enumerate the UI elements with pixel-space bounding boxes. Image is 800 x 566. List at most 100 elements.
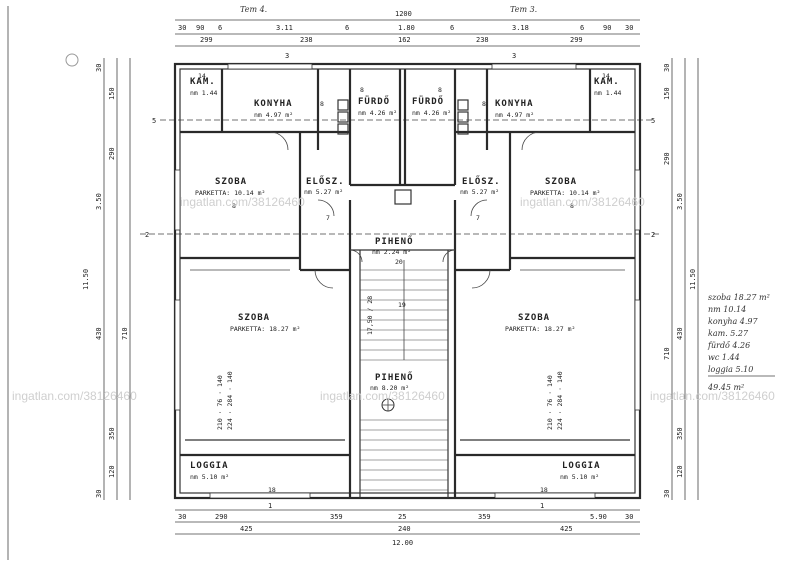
room-kam-right: KAM. [594,77,620,87]
room-konyha-right: KONYHA [495,99,534,109]
left-dimensions: 30 150 290 3.50 11.50 430 710 350 120 30 [82,58,131,500]
room-kam-left: KAM. [190,77,216,87]
window-label-3: 210 · 76 · 140 [546,375,554,430]
room-elosz-left: ELŐSZ. [306,176,345,187]
room-furdo-left-area: nm 4.26 m² [358,109,397,117]
left-dim-1: 30 [95,64,103,72]
room-kam-right-num: 14 [602,72,610,80]
middle-interior-walls [180,132,635,272]
bottom-overall: 12.00 [392,539,413,547]
top-dim-10: 90 [603,24,611,32]
top-dim-4: 3.11 [276,24,293,32]
bottom-row2-1: 425 [240,525,253,533]
room-szoba-large-right: SZOBA [518,313,550,323]
top-dimensions: 1200 30 90 6 3.11 6 1.80 6 3.18 6 90 30 … [175,10,640,47]
title-right: Tem 3. [510,5,537,14]
room-piheno-upper: PIHENŐ [375,236,414,247]
tally-line-6: wc 1.44 [708,353,740,362]
axis-left-5: 5 [152,117,156,125]
tally-line-7: loggia 5.10 [708,365,753,374]
watermark-2: ingatlan.com/38126460 [520,195,645,209]
bottom-dimensions: 30 290 359 25 359 5.90 30 425 240 425 12… [175,509,640,547]
room-elosz-right: ELŐSZ. [462,176,501,187]
axis-right-2: 2 [651,231,655,239]
right-dim-9: 120 [676,465,684,478]
room-szoba-large-left-area: PARKETTA: 18.27 m² [230,325,300,333]
tally-line-3: konyha 4.97 [708,317,759,326]
bottom-dim-1: 30 [178,513,186,521]
top-dim-2: 90 [196,24,204,32]
room-kam-left-area: nm 1.44 [190,89,217,97]
right-dim-10: 30 [663,490,671,498]
left-dim-8: 350 [108,427,116,440]
room-konyha-right-area: nm 4.97 m² [495,111,534,119]
room-furdo-left: FÜRDŐ [358,96,390,107]
axis-top-left: 3 [285,52,289,60]
bottom-dim-7: 30 [625,513,633,521]
right-dimensions: 30 150 290 3.50 11.50 430 710 350 120 30 [663,58,699,500]
room-kam-right-area: nm 1.44 [594,89,621,97]
watermarks: ingatlan.com/38126460 ingatlan.com/38126… [12,195,775,403]
room-konyha-left: KONYHA [254,99,293,109]
bottom-dim-5: 359 [478,513,491,521]
room-konyha-right-num: 8 [482,100,486,108]
window-label-1: 210 · 76 · 140 [216,375,224,430]
left-dim-3: 290 [108,147,116,160]
top-row2-2: 238 [300,36,313,44]
room-piheno-lower-area: nm 8.20 m² [370,384,409,392]
room-loggia-right-num: 18 [540,486,548,494]
top-dim-11: 30 [625,24,633,32]
axis-left-2: 2 [145,231,149,239]
left-dim-7: 710 [121,327,129,340]
room-piheno-upper-area: nm 2.24 m² [372,248,411,256]
right-dim-5: 11.50 [689,269,697,290]
top-dim-1: 30 [178,24,186,32]
tally-line-4: kam. 5.27 [708,329,749,338]
room-elosz-left-num: 7 [326,214,330,222]
bottom-row2-3: 425 [560,525,573,533]
axis-right-5: 5 [651,117,655,125]
room-elosz-left-area: nm 5.27 m² [304,188,343,196]
tally-total: 49.45 m² [707,383,744,392]
right-dim-7: 710 [663,347,671,360]
top-overall: 1200 [395,10,412,18]
left-dim-9: 120 [108,465,116,478]
stairwell: 19 17,50 / 28 [348,250,457,498]
lower-interior-walls [180,439,635,457]
room-szoba-mid-left: SZOBA [215,177,247,187]
window-labels: 210 · 76 · 140 224 · 284 · 140 210 · 76 … [216,371,564,430]
room-furdo-left-num: 8 [360,86,364,94]
axis-top-right: 3 [512,52,516,60]
top-dim-5: 6 [345,24,349,32]
room-szoba-mid-right-area: PARKETTA: 10.14 m² [530,189,600,197]
door-swings [269,131,541,289]
stair-step-size: 17,50 / 28 [366,296,374,335]
watermark-4: ingatlan.com/38126460 [320,389,445,403]
room-szoba-mid-right: SZOBA [545,177,577,187]
watermark-3: ingatlan.com/38126460 [12,389,137,403]
right-dim-6: 430 [676,327,684,340]
tally-line-2: nm 10.14 [708,305,746,314]
windows [174,63,641,499]
right-dim-1: 30 [663,64,671,72]
bottom-dim-6: 5.90 [590,513,607,521]
room-loggia-left-num: 18 [268,486,276,494]
axis-markers: 3 3 5 2 5 2 1 1 [140,52,660,510]
handwritten-area-tally: szoba 18.27 m² nm 10.14 konyha 4.97 kam.… [707,293,775,392]
room-piheno-lower: PIHENŐ [375,372,414,383]
left-dim-10: 30 [95,490,103,498]
bottom-dim-3: 359 [330,513,343,521]
room-furdo-right-area: nm 4.26 m² [412,109,451,117]
room-elosz-right-num: 7 [476,214,480,222]
top-row2-1: 299 [200,36,213,44]
tally-line-1: szoba 18.27 m² [708,293,770,302]
room-szoba-large-right-area: PARKETTA: 18.27 m² [505,325,575,333]
bottom-row2-2: 240 [398,525,411,533]
watermark-5: ingatlan.com/38126460 [650,389,775,403]
room-furdo-right-num: 8 [438,86,442,94]
upper-interior-walls [180,69,635,187]
left-dim-5: 11.50 [82,269,90,290]
window-label-2: 224 · 284 · 140 [226,371,234,430]
bottom-dim-2: 290 [215,513,228,521]
top-row2-3: 162 [398,36,411,44]
